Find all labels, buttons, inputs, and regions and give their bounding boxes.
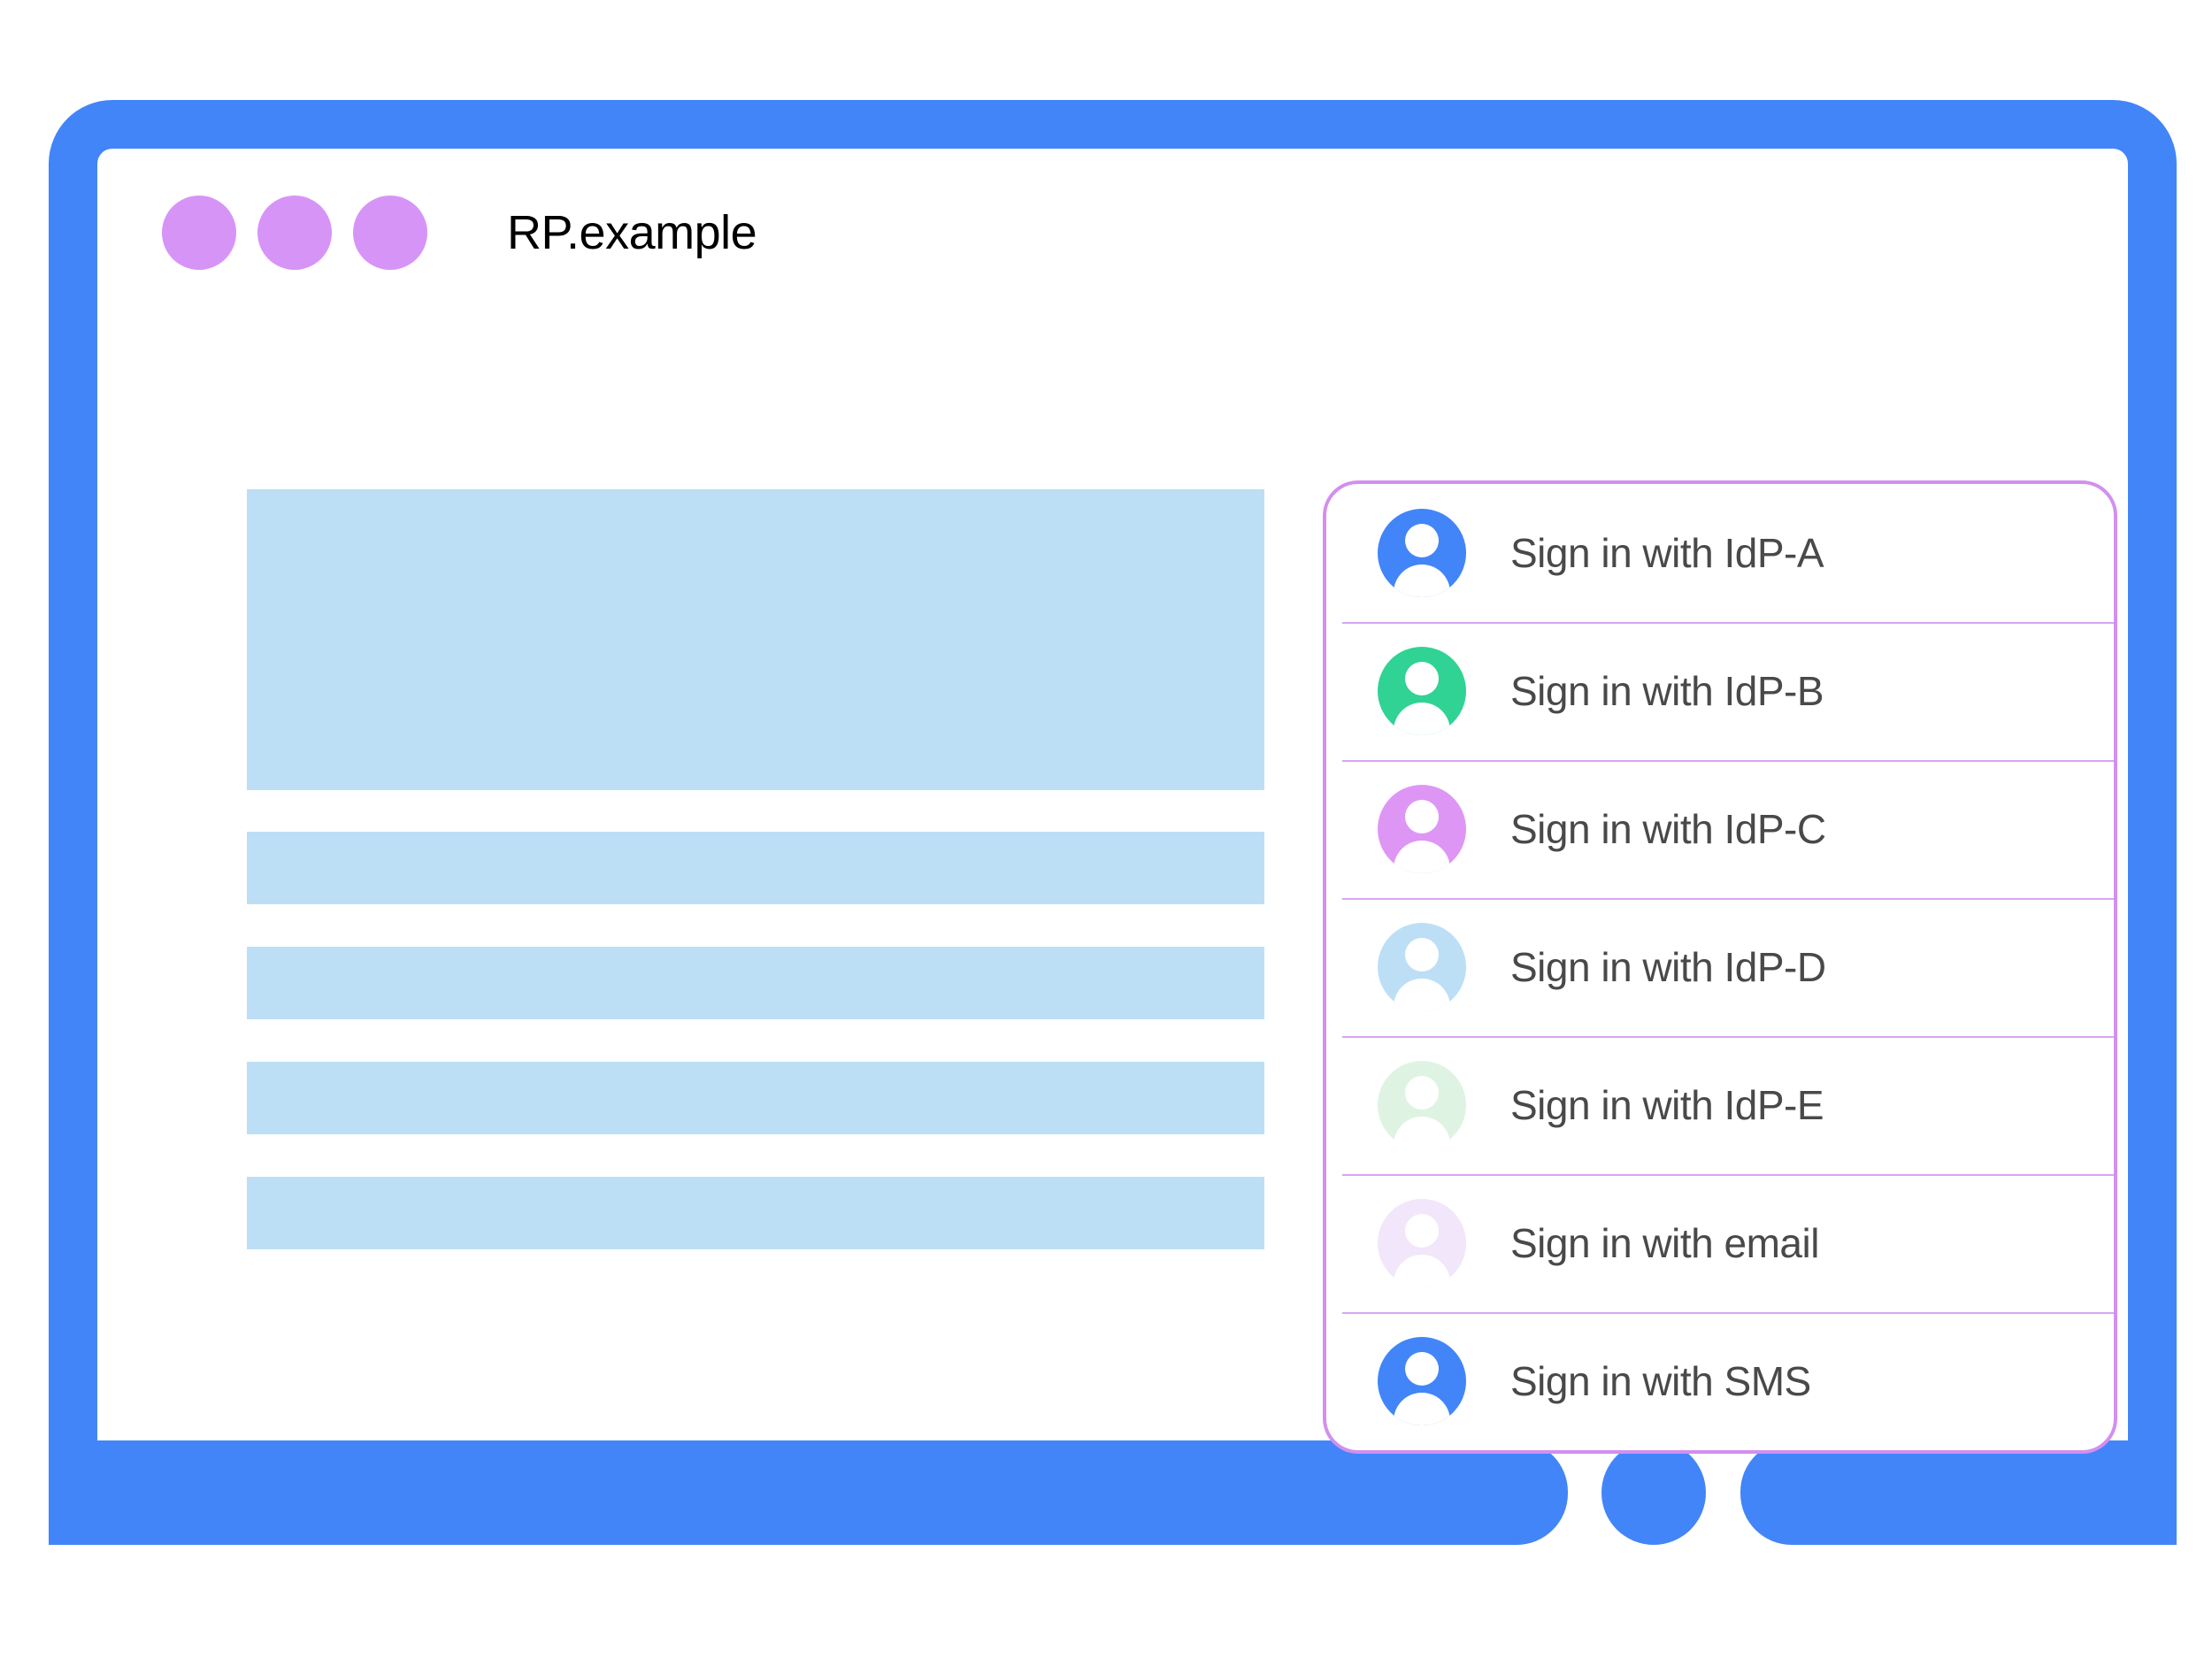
account-row-sms[interactable]: Sign in with SMS [1326, 1312, 2114, 1450]
account-row-idp-b[interactable]: Sign in with IdP-B [1326, 622, 2114, 760]
content-line-placeholder-1 [247, 832, 1264, 904]
account-label: Sign in with IdP-A [1510, 530, 1824, 576]
device-bezel-top [49, 100, 2177, 1440]
content-hero-placeholder [247, 489, 1264, 790]
person-avatar-icon [1378, 1199, 1466, 1287]
window-dot-3[interactable] [353, 196, 427, 270]
device-frame: RP.example Sign in with IdP-A Sign in wi… [49, 100, 2177, 1545]
account-label: Sign in with email [1510, 1220, 1819, 1266]
person-avatar-icon [1378, 1337, 1466, 1425]
person-avatar-icon [1378, 647, 1466, 735]
browser-page: RP.example Sign in with IdP-A Sign in wi… [97, 149, 2128, 1454]
page-title: RP.example [507, 206, 757, 259]
account-row-email[interactable]: Sign in with email [1326, 1174, 2114, 1312]
account-row-idp-a[interactable]: Sign in with IdP-A [1326, 484, 2114, 622]
account-label: Sign in with SMS [1510, 1358, 1811, 1404]
page-content-placeholders [247, 489, 1264, 1249]
content-line-placeholder-4 [247, 1177, 1264, 1249]
device-home-button[interactable] [1601, 1440, 1706, 1545]
account-row-idp-c[interactable]: Sign in with IdP-C [1326, 760, 2114, 898]
person-avatar-icon [1378, 923, 1466, 1011]
person-avatar-icon [1378, 785, 1466, 873]
content-line-placeholder-3 [247, 1062, 1264, 1134]
window-dot-2[interactable] [257, 196, 332, 270]
person-avatar-icon [1378, 509, 1466, 597]
account-label: Sign in with IdP-C [1510, 806, 1826, 852]
browser-titlebar: RP.example [97, 149, 2128, 317]
account-label: Sign in with IdP-B [1510, 668, 1824, 714]
account-label: Sign in with IdP-D [1510, 944, 1826, 990]
content-line-placeholder-2 [247, 947, 1264, 1019]
window-dot-1[interactable] [162, 196, 236, 270]
account-row-idp-e[interactable]: Sign in with IdP-E [1326, 1036, 2114, 1174]
account-row-idp-d[interactable]: Sign in with IdP-D [1326, 898, 2114, 1036]
device-bezel-bottom-left [49, 1440, 1568, 1545]
person-avatar-icon [1378, 1061, 1466, 1149]
account-label: Sign in with IdP-E [1510, 1082, 1824, 1128]
account-chooser-dialog: Sign in with IdP-A Sign in with IdP-B Si… [1323, 480, 2117, 1454]
device-bezel-bottom-right [1740, 1440, 2177, 1545]
